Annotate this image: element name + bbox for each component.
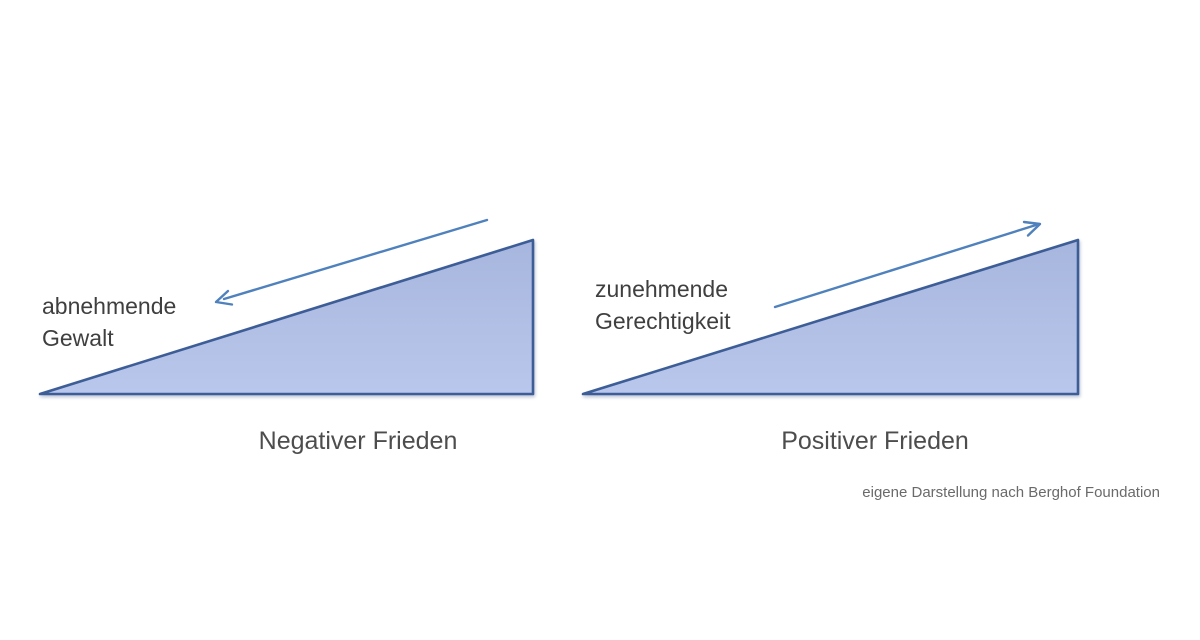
decreasing-violence-arrowhead-icon — [214, 289, 234, 306]
increasing-justice-label-line2: Gerechtigkeit — [595, 308, 731, 334]
increasing-justice-label-line1: zunehmende — [595, 276, 728, 302]
increasing-justice-label: zunehmende Gerechtigkeit — [595, 273, 731, 337]
positive-peace-title: Positiver Frieden — [781, 427, 969, 455]
decreasing-violence-arrow-line — [222, 218, 489, 301]
positive-peace-triangle — [581, 238, 1080, 396]
negative-peace-title: Negativer Frieden — [258, 427, 458, 455]
increasing-justice-arrow-line — [773, 223, 1038, 309]
increasing-justice-arrowhead-icon — [1022, 220, 1042, 237]
decreasing-violence-label-line2: Gewalt — [42, 325, 114, 351]
negative-peace-triangle — [38, 238, 535, 396]
decreasing-violence-label-line1: abnehmende — [42, 293, 177, 319]
negative-peace-group — [38, 218, 535, 396]
positive-peace-group — [581, 220, 1080, 396]
decreasing-violence-label: abnehmende Gewalt — [42, 290, 176, 354]
source-caption: eigene Darstellung nach Berghof Foundati… — [862, 484, 1160, 501]
